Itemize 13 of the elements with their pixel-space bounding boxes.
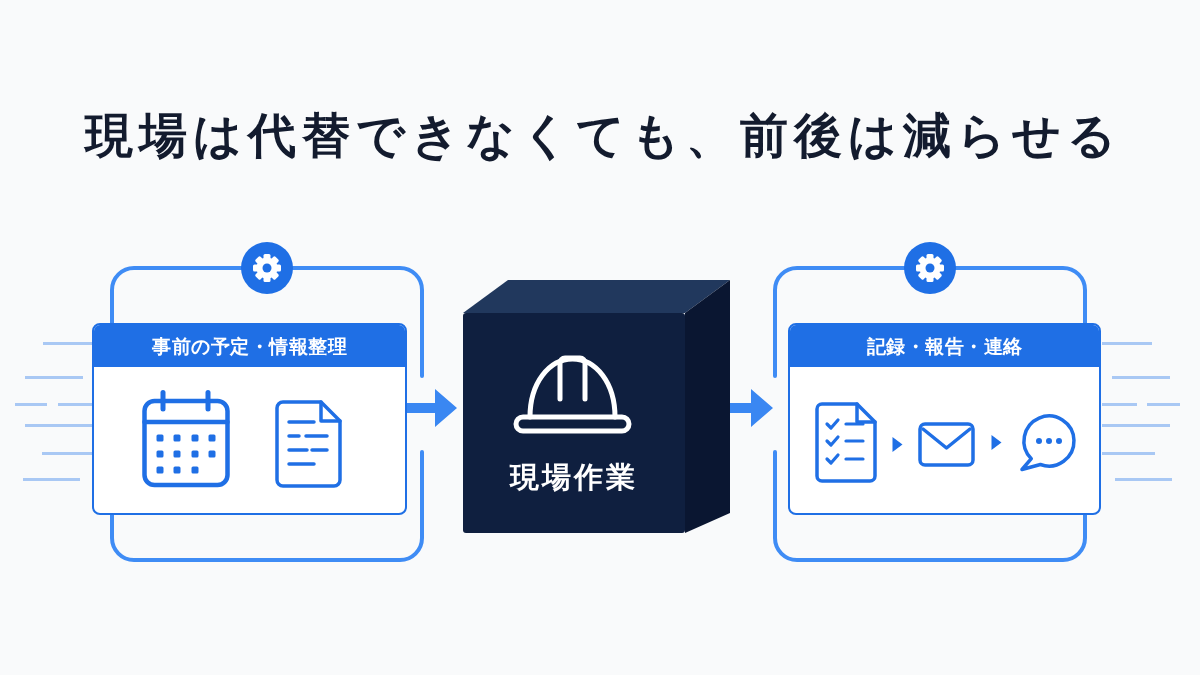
checklist-icon [815, 402, 877, 483]
arrow [730, 389, 773, 427]
chevron-arrow [892, 437, 903, 452]
chat-bubble-icon [1018, 413, 1077, 472]
card-header: 記録・報告・連絡 [790, 325, 1099, 367]
node-label: 現場作業 [508, 459, 638, 496]
title: 現場は代替できなくても、前後は減らせる [83, 106, 1122, 165]
chevron-arrow [991, 435, 1002, 450]
process-card [788, 323, 1101, 515]
envelope-icon [918, 422, 975, 467]
arrow [407, 389, 457, 427]
card-header: 事前の予定・情報整理 [94, 325, 405, 367]
process-card [92, 323, 407, 515]
